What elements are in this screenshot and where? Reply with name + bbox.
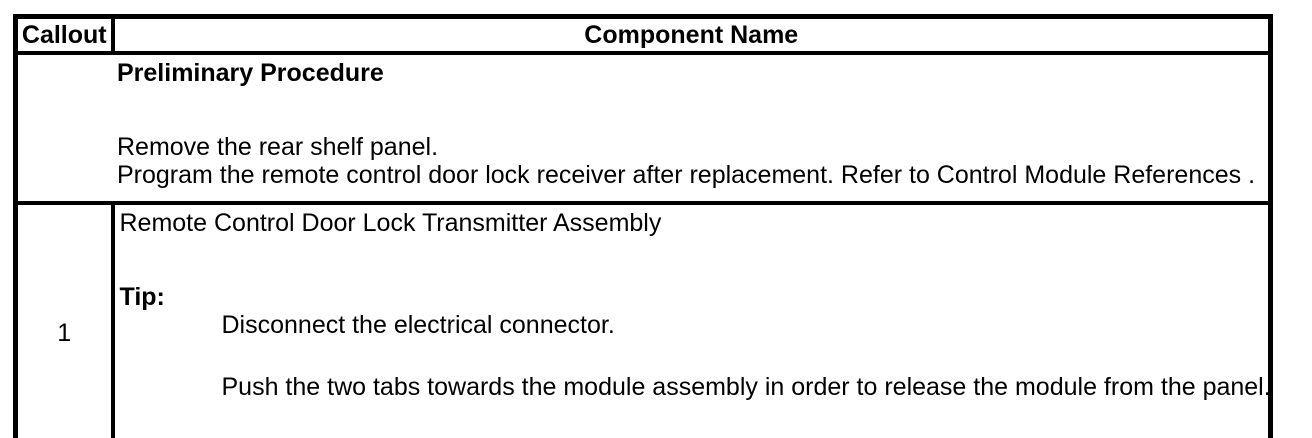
spacer <box>120 339 1263 373</box>
component-description-cell: Remote Control Door Lock Transmitter Ass… <box>110 201 1273 438</box>
component-name-column-header: Component Name <box>110 14 1273 55</box>
tip-label: Tip: <box>119 283 165 311</box>
spacer <box>117 87 1262 133</box>
preliminary-procedure-row: Preliminary Procedure Remove the rear sh… <box>13 51 1273 205</box>
tip-step: Push the two tabs towards the module ass… <box>221 373 1271 401</box>
table-row: 1 Remote Control Door Lock Transmitter A… <box>13 201 1273 438</box>
component-name-text: Remote Control Door Lock Transmitter Ass… <box>119 209 662 237</box>
spacer <box>120 237 1263 283</box>
preliminary-procedure-cell: Preliminary Procedure Remove the rear sh… <box>13 51 1273 205</box>
tip-step: Disconnect the electrical connector. <box>221 311 615 339</box>
preliminary-procedure-title: Preliminary Procedure <box>117 59 384 87</box>
callout-column-header: Callout <box>13 14 115 55</box>
preliminary-step: Program the remote control door lock rec… <box>117 161 1256 189</box>
callout-number-cell: 1 <box>13 201 115 438</box>
preliminary-step: Remove the rear shelf panel. <box>117 133 439 161</box>
table-header-row: Callout Component Name <box>13 14 1273 55</box>
component-callout-table: Callout Component Name Preliminary Proce… <box>13 14 1273 438</box>
